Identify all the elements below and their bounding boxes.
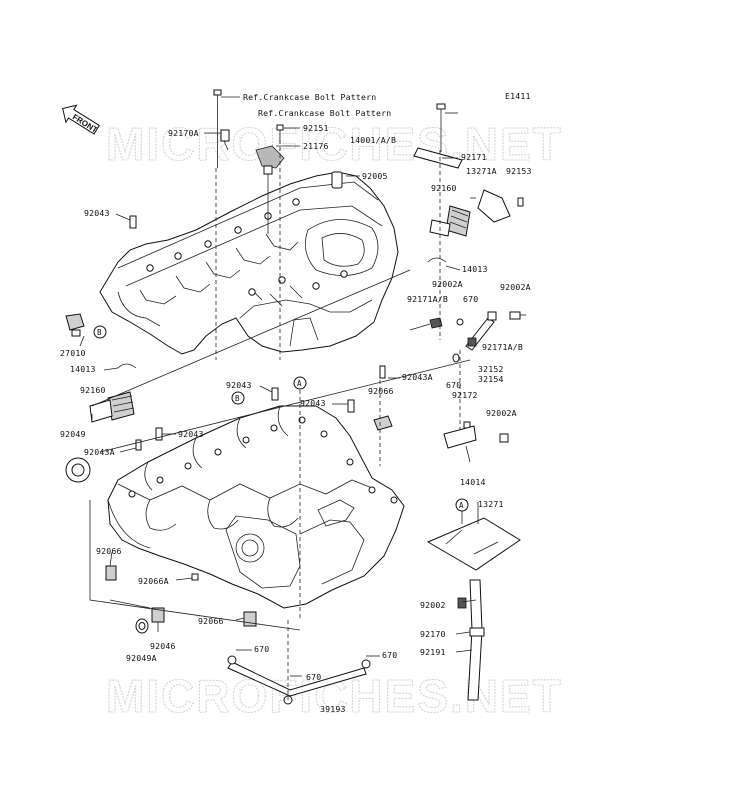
oring-670-2-icon [452,353,460,363]
label-21176: 21176 [303,141,329,151]
label-92171ab-2: 92171A/B [482,342,523,352]
label-92046: 92046 [150,641,176,651]
label-92002a-2: 92002A [486,408,517,418]
label-92043-top-left: 92043 [84,208,110,218]
label-14013-left: 14013 [70,364,96,374]
label-92005: 92005 [362,171,388,181]
bushing-92066-bottom-icon [243,611,257,627]
dowel-92066a-icon [191,573,199,581]
plug-27010-icon [65,313,85,337]
seal-92049-icon [65,457,91,483]
dowel-92043a-left-icon [135,439,142,451]
label-92191: 92191 [420,647,446,657]
callout-b-left: B [93,325,107,339]
label-670-1: 670 [463,294,478,304]
label-670-4: 670 [382,650,397,660]
fitting-670-1-icon [456,318,464,326]
label-92066-left: 92066 [96,546,122,556]
pipe-39193-icon [227,655,371,705]
lower-crankcase [107,405,405,609]
leader-lines [79,96,479,700]
label-92170: 92170 [420,629,446,639]
label-39193: 39193 [320,704,346,714]
callout-a-lower: A [455,498,469,512]
dowel-92043-m1-icon [271,387,279,401]
dowel-92043-top-icon [129,215,137,229]
label-670-3: 670 [254,644,269,654]
label-92171ab-1: 92171A/B [407,294,448,304]
label-92043-m3: 92043 [178,429,204,439]
label-14001: 14001/A/B [350,135,396,145]
bolt-92002a-1-icon [509,311,526,320]
label-27010: 27010 [60,348,86,358]
clamp-92170-icon [469,627,485,637]
plate-13271-icon [426,517,521,571]
long-bolt-right-icon [436,103,446,152]
label-92002a-1: 92002A [432,279,463,289]
front-arrow-icon: FRONT [62,104,100,135]
front-label: FRONT [71,112,99,134]
callout-a-upper: A [293,376,307,390]
ref-crankcase-bolt-pattern-1: Ref.Crankcase Bolt Pattern [243,92,376,102]
seal-92049a-icon [135,618,149,634]
cover-13271a-icon [477,189,524,223]
watermark-top: MICROFICHES.NET [106,118,563,170]
label-13271: 13271 [478,499,504,509]
label-92043a-left: 92043A [84,447,115,457]
label-92160-left: 92160 [80,385,106,395]
ring-14013-left-icon [117,363,137,369]
upper-crankcase [99,171,399,355]
label-32152: 32152 [478,364,504,374]
bushing-92066-right-icon [373,415,393,431]
strainer-92160-top-icon [429,205,471,237]
label-92066-bottom: 92066 [198,616,224,626]
label-92151: 92151 [303,123,329,133]
label-92049a: 92049A [126,653,157,663]
label-92153: 92153 [506,166,532,176]
label-92170a: 92170A [168,128,199,138]
bolt-92002-icon [457,597,467,609]
dowel-92043-m2-icon [347,399,355,413]
strainer-92160-left-icon [89,391,135,423]
label-32154: 32154 [478,374,504,384]
label-92002a-top-right: 92002A [500,282,531,292]
bushing-92066-left-icon [105,565,117,581]
bracket-14014-icon [443,425,477,449]
svg-text:B: B [97,328,102,337]
callout-b-upper: B [231,391,245,405]
label-92002: 92002 [420,600,446,610]
dowel-92043a-mid-icon [379,365,386,379]
sensor-21176-icon [255,145,285,234]
ref-crankcase-bolt-pattern-2: Ref.Crankcase Bolt Pattern [258,108,391,118]
label-14014: 14014 [460,477,486,487]
bolt-92171ab-1-icon [429,317,443,329]
diagram-code: E1411 [505,91,531,101]
label-92066a: 92066A [138,576,169,586]
label-92172: 92172 [452,390,478,400]
label-92043-m2: 92043 [300,398,326,408]
label-13271a: 13271A [466,166,497,176]
label-92066-right: 92066 [368,386,394,396]
label-670-2: 670 [446,380,461,390]
label-14013-right: 14013 [462,264,488,274]
label-92043-m1: 92043 [226,380,252,390]
label-92049: 92049 [60,429,86,439]
svg-text:A: A [459,501,464,510]
ring-14013-right-icon [427,257,447,263]
oil-pipe-32152-icon [465,311,497,351]
label-92171: 92171 [461,152,487,162]
svg-text:A: A [297,379,302,388]
long-bolt-icon [213,89,222,168]
dowel-92005-icon [331,171,343,189]
svg-text:B: B [235,394,240,403]
label-92043a-mid: 92043A [402,372,433,382]
bolt-92002a-2-icon [499,433,509,443]
bracket-92171-icon [413,147,463,169]
label-92160-top: 92160 [431,183,457,193]
label-670-5: 670 [306,672,321,682]
clamp-92170a-icon [220,129,230,151]
